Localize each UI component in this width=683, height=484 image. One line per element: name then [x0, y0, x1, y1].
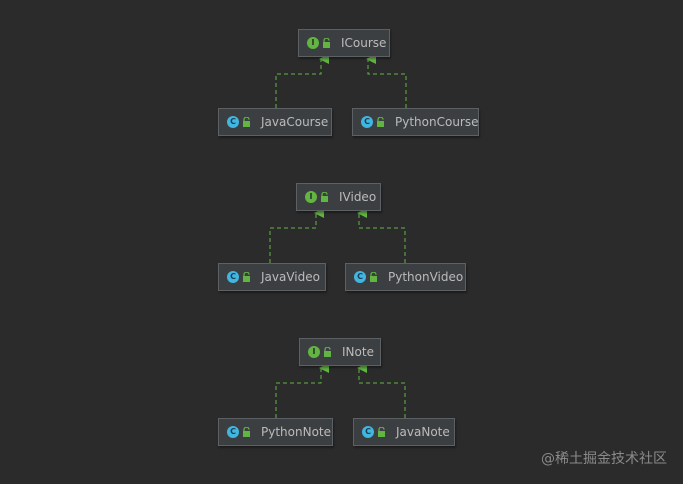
node-label: JavaNote: [396, 425, 450, 439]
implements-edge: [357, 363, 406, 418]
lock-icon: [243, 272, 250, 282]
watermark: @稀土掘金技术社区: [541, 451, 667, 467]
node-label: IVideo: [339, 190, 377, 204]
lock-icon: [370, 272, 377, 282]
implements-edge: [269, 208, 324, 263]
implements-edge: [275, 363, 329, 418]
interface-icon: I: [305, 191, 317, 203]
node-label: ICourse: [341, 36, 387, 50]
class-icon: C: [361, 116, 373, 128]
class-node-pythonnote[interactable]: C PythonNote: [218, 418, 333, 446]
interface-icon: I: [307, 37, 319, 49]
lock-icon: [324, 347, 331, 357]
node-label: PythonNote: [261, 425, 332, 439]
class-node-javacourse[interactable]: C JavaCourse: [218, 108, 332, 136]
class-icon: C: [227, 426, 239, 438]
node-label: PythonVideo: [388, 270, 464, 284]
implements-edge: [275, 54, 329, 108]
implements-edge: [357, 208, 406, 263]
lock-icon: [323, 38, 330, 48]
lock-icon: [377, 117, 384, 127]
lock-icon: [243, 427, 250, 437]
node-label: JavaCourse: [261, 115, 329, 129]
node-label: INote: [342, 345, 374, 359]
class-icon: C: [362, 426, 374, 438]
interface-icon: I: [308, 346, 320, 358]
node-label: JavaVideo: [261, 270, 320, 284]
class-icon: C: [227, 271, 239, 283]
node-label: PythonCourse: [395, 115, 479, 129]
lock-icon: [378, 427, 385, 437]
class-icon: C: [354, 271, 366, 283]
lock-icon: [243, 117, 250, 127]
class-node-pythoncourse[interactable]: C PythonCourse: [352, 108, 479, 136]
class-icon: C: [227, 116, 239, 128]
interface-node-inote[interactable]: I INote: [299, 338, 381, 366]
interface-node-icourse[interactable]: I ICourse: [298, 29, 390, 57]
lock-icon: [321, 192, 328, 202]
class-node-pythonvideo[interactable]: C PythonVideo: [345, 263, 466, 291]
class-node-javanote[interactable]: C JavaNote: [353, 418, 455, 446]
implements-edge: [366, 54, 407, 108]
interface-node-ivideo[interactable]: I IVideo: [296, 183, 381, 211]
class-node-javavideo[interactable]: C JavaVideo: [218, 263, 326, 291]
